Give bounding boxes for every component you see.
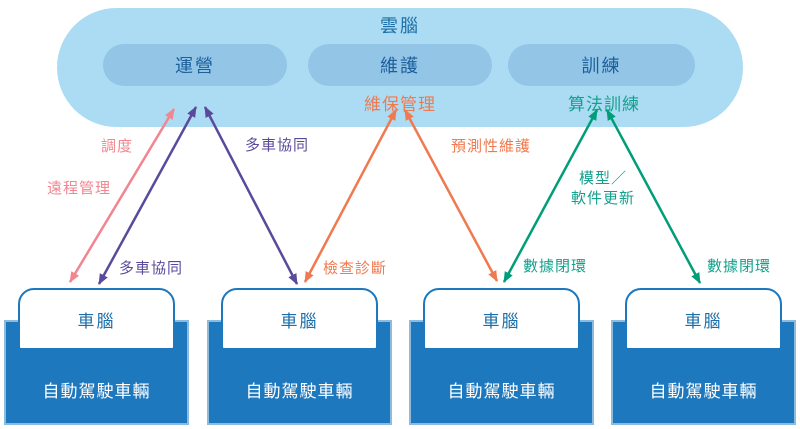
label-model-software-update-line2: 軟件更新 [570,189,636,207]
vehicle-4-brain-box: 車腦 [625,288,782,350]
pill-maintenance-label: 維護 [380,56,420,77]
vehicle-4-brain-label: 車腦 [684,311,723,332]
label-remote-management: 遠程管理 [46,179,112,197]
pill-operations: 運營 [103,44,287,86]
label-inspection-diagnosis: 檢查診斷 [322,259,388,277]
label-model-software-update: 模型／ 軟件更新 [571,168,635,208]
pill-maintenance: 維護 [308,44,492,86]
pill-training: 訓練 [508,44,695,86]
label-predictive-maintenance: 預測性維護 [450,137,532,155]
cloud-brain-title: 雲腦 [380,16,420,37]
label-data-closed-loop-left: 數據閉環 [522,257,588,275]
label-model-software-update-line1: 模型／ [578,169,628,187]
vehicle-1-name: 自動駕駛車輛 [42,382,151,402]
label-data-closed-loop-right: 數據閉環 [706,257,772,275]
vehicle-4-name: 自動駕駛車輛 [649,382,758,402]
vehicle-2-brain-label: 車腦 [280,311,319,332]
vehicle-2-brain-box: 車腦 [221,288,378,350]
algorithm-training-label: 算法訓練 [568,95,640,115]
vehicle-3-name: 自動駕駛車輛 [447,382,556,402]
pill-training-label: 訓練 [581,56,622,77]
vehicle-1-brain-box: 車腦 [18,288,175,350]
vehicle-1-brain-label: 車腦 [77,311,116,332]
vehicle-3-brain-box: 車腦 [423,288,580,350]
pill-operations-label: 運營 [175,56,215,77]
vehicle-2-name: 自動駕駛車輛 [245,382,354,402]
vehicle-3-brain-label: 車腦 [482,311,521,332]
maintenance-management-label: 維保管理 [364,95,436,115]
label-dispatch: 調度 [100,137,134,155]
label-multi-vehicle-coordination-upper: 多車協同 [244,136,310,154]
label-multi-vehicle-coordination-lower: 多車協同 [118,259,184,277]
